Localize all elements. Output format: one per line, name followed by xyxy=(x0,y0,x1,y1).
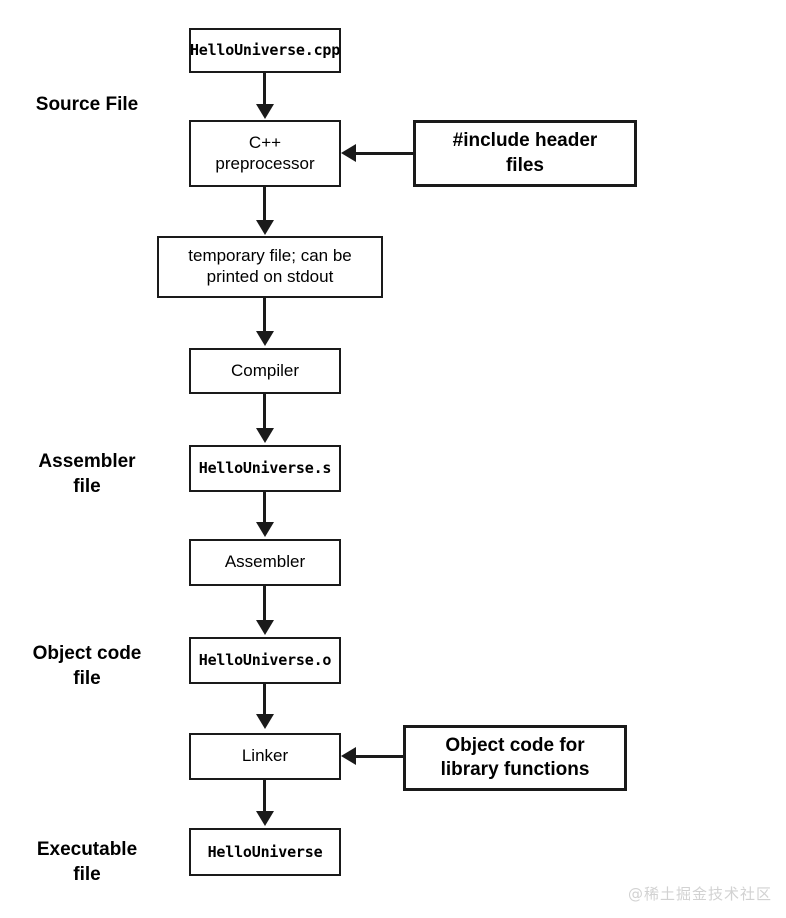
connector-headers-to-preprocessor xyxy=(356,152,415,155)
connector-libraries-to-linker xyxy=(356,755,405,758)
stage-label-executable-file-line1: Executable xyxy=(36,839,138,860)
connector-temp-to-compiler xyxy=(263,298,266,333)
node-executable-label: HelloUniverse xyxy=(207,842,323,861)
connector-preprocessor-to-temp xyxy=(263,187,266,222)
node-assembler[interactable]: Assembler xyxy=(189,539,341,586)
connector-source-to-preprocessor xyxy=(263,73,266,106)
stage-label-executable-file-line2: file xyxy=(73,863,101,885)
stage-label-executable-file: Executable file xyxy=(12,838,162,887)
arrowhead-preprocessor-to-temp xyxy=(256,220,274,235)
node-executable[interactable]: HelloUniverse xyxy=(189,828,341,876)
stage-label-source-file-line1: Source File xyxy=(35,94,139,115)
node-preprocessor[interactable]: C++ preprocessor xyxy=(189,120,341,187)
stage-label-object-code-file-line1: Object code xyxy=(32,643,142,664)
node-temporary-file-line2: printed on stdout xyxy=(206,267,334,286)
node-compiler-label: Compiler xyxy=(230,360,300,380)
node-assembler-file-label: HelloUniverse.s xyxy=(198,459,332,478)
node-assembler-file[interactable]: HelloUniverse.s xyxy=(189,445,341,492)
arrowhead-objfile-to-linker xyxy=(256,714,274,729)
node-assembler-label: Assembler xyxy=(224,552,306,572)
arrowhead-asmfile-to-assembler xyxy=(256,522,274,537)
arrowhead-source-to-preprocessor xyxy=(256,104,274,119)
arrowhead-temp-to-compiler xyxy=(256,331,274,346)
node-linker-label: Linker xyxy=(241,746,289,766)
stage-label-assembler-file: Assembler file xyxy=(12,450,162,499)
connector-objfile-to-linker xyxy=(263,684,266,716)
connector-compiler-to-asmfile xyxy=(263,394,266,428)
stage-label-object-code-file-line2: file xyxy=(73,667,101,689)
stage-label-assembler-file-line2: file xyxy=(73,475,101,497)
node-library-object-code-line1: Object code for xyxy=(445,734,585,756)
arrowhead-libraries-to-linker xyxy=(341,747,356,765)
node-compiler[interactable]: Compiler xyxy=(189,348,341,394)
node-source-file[interactable]: HelloUniverse.cpp xyxy=(189,28,341,73)
node-preprocessor-line1: C++ xyxy=(248,132,282,152)
stage-label-assembler-file-line1: Assembler xyxy=(38,451,136,472)
node-include-headers[interactable]: #include header files xyxy=(413,120,637,187)
arrowhead-headers-to-preprocessor xyxy=(341,144,356,162)
node-source-file-label: HelloUniverse.cpp xyxy=(189,41,341,60)
connector-assembler-to-objfile xyxy=(263,586,266,620)
connector-linker-to-executable xyxy=(263,780,266,813)
node-library-object-code[interactable]: Object code for library functions xyxy=(403,725,627,791)
watermark: @稀土掘金技术社区 xyxy=(627,885,772,903)
node-preprocessor-line2: preprocessor xyxy=(215,153,315,173)
arrowhead-linker-to-executable xyxy=(256,811,274,826)
node-object-file[interactable]: HelloUniverse.o xyxy=(189,637,341,684)
node-linker[interactable]: Linker xyxy=(189,733,341,780)
node-include-headers-line2: files xyxy=(505,154,545,176)
node-object-file-label: HelloUniverse.o xyxy=(198,651,332,670)
node-temporary-file[interactable]: temporary file; can be printed on stdout xyxy=(157,236,383,298)
node-include-headers-line1: #include header xyxy=(452,130,598,152)
node-library-object-code-line2: library functions xyxy=(440,759,590,780)
stage-label-object-code-file: Object code file xyxy=(12,642,162,691)
arrowhead-assembler-to-objfile xyxy=(256,620,274,635)
arrowhead-compiler-to-asmfile xyxy=(256,428,274,443)
stage-label-source-file: Source File xyxy=(12,93,162,118)
connector-asmfile-to-assembler xyxy=(263,492,266,524)
node-temporary-file-line1: temporary file; can be xyxy=(188,246,352,266)
